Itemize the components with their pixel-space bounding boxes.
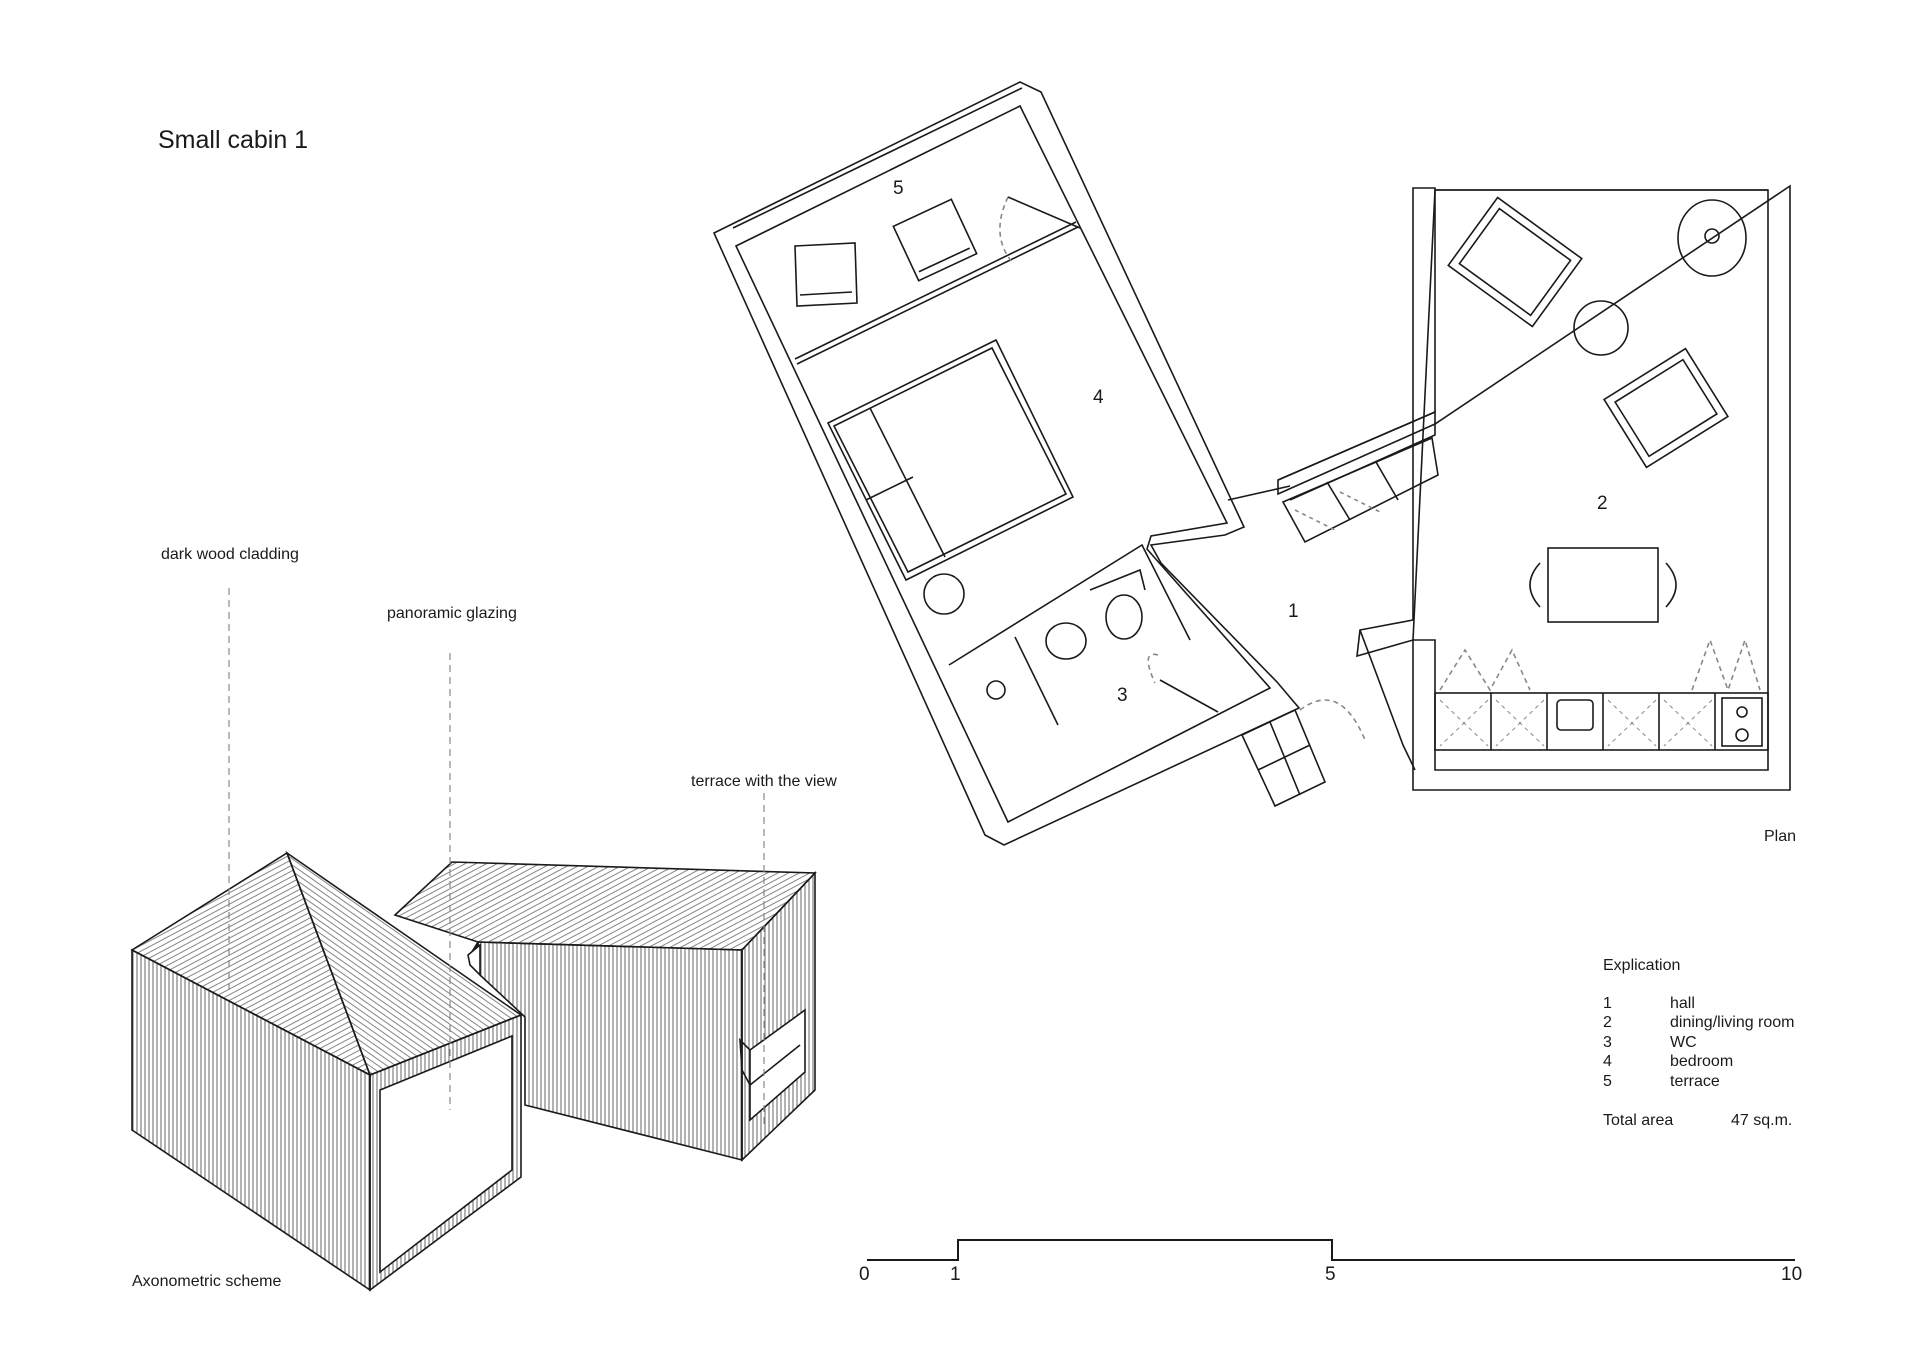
terrace-rail <box>732 87 1023 229</box>
legend-name: dining/living room <box>1670 1014 1795 1031</box>
wc-partition <box>948 543 1191 666</box>
legend-name: bedroom <box>1670 1053 1734 1070</box>
bedside-table <box>923 573 965 615</box>
room-number-3: 3 <box>1117 685 1128 706</box>
floor-plan <box>712 81 1791 846</box>
entrance-step <box>1240 708 1327 808</box>
terrace-opening <box>749 1008 806 1122</box>
coffee-table <box>1573 300 1629 356</box>
explication-heading: Explication <box>1603 957 1681 974</box>
terrace-door-swing <box>999 196 1013 263</box>
living-inner-walls <box>1412 189 1769 771</box>
cooktop <box>1721 697 1763 747</box>
total-area-label: Total area <box>1603 1112 1674 1129</box>
legend-num: 5 <box>1603 1073 1612 1090</box>
scale-tick-10: 10 <box>1781 1264 1803 1285</box>
legend-name: WC <box>1670 1034 1697 1051</box>
callout-dark-wood-cladding: dark wood cladding <box>161 546 299 563</box>
right-roof <box>393 861 817 951</box>
callout-leaders <box>228 588 765 1125</box>
washbasin <box>1045 622 1087 660</box>
plan-caption: Plan <box>1764 828 1797 845</box>
axonometric-caption: Axonometric scheme <box>132 1273 282 1290</box>
armchair-1 <box>1447 196 1583 328</box>
scale-tick-0: 0 <box>859 1264 870 1285</box>
round-rug <box>1677 199 1747 277</box>
legend-num: 3 <box>1603 1034 1612 1051</box>
legend-num: 4 <box>1603 1053 1612 1070</box>
scale-bar <box>867 1239 1795 1261</box>
room-number-1: 1 <box>1288 601 1299 622</box>
callout-terrace-view: terrace with the view <box>691 773 837 790</box>
scale-tick-5: 5 <box>1325 1264 1336 1285</box>
legend-name: terrace <box>1670 1073 1720 1090</box>
kitchen-counter <box>1434 637 1769 751</box>
dining-table <box>1547 547 1659 623</box>
legend-num: 2 <box>1603 1014 1612 1031</box>
kitchen-sink <box>1556 699 1594 731</box>
legend-num: 1 <box>1603 995 1612 1012</box>
callout-panoramic-glazing: panoramic glazing <box>387 605 517 622</box>
terrace-glazing <box>794 221 1077 360</box>
double-bed <box>826 338 1075 582</box>
wing-outer-walls <box>712 81 1301 846</box>
room-number-5: 5 <box>893 178 904 199</box>
total-area-value: 47 sq.m. <box>1731 1112 1793 1129</box>
room-number-2: 2 <box>1597 493 1608 514</box>
hall-wardrobe <box>1281 436 1439 544</box>
wc-door-swing <box>1147 653 1159 684</box>
legend-name: hall <box>1670 995 1695 1012</box>
sheet-title: Small cabin 1 <box>158 126 309 154</box>
terrace-chair-1 <box>794 242 858 307</box>
left-panoramic-glazing <box>379 1034 513 1274</box>
axonometric-scheme <box>130 850 817 1292</box>
scale-tick-1: 1 <box>950 1264 961 1285</box>
armchair-2 <box>1602 347 1730 469</box>
room-number-4: 4 <box>1093 387 1104 408</box>
toilet <box>1105 594 1143 640</box>
terrace-chair-2 <box>892 198 978 282</box>
wing-inner-walls <box>734 104 1272 824</box>
entrance-door-swing <box>1299 699 1366 741</box>
shower-drain <box>986 680 1006 700</box>
